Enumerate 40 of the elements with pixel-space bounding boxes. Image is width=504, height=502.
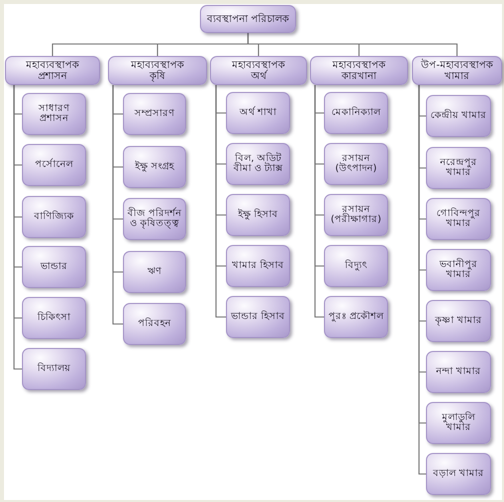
org-box: বীজ পরিদর্শন ও কৃষিতত্ত্ব	[123, 198, 186, 240]
org-box: মহাব্যবস্থাপক অর্থ	[210, 56, 307, 85]
org-box: ভবানীপুর খামার	[426, 249, 491, 291]
org-box: বিদ্যুৎ	[324, 245, 388, 287]
org-box: গোবিন্দপুর খামার	[426, 198, 491, 240]
connector-line	[314, 85, 324, 318]
org-box: নরেন্দ্রপুর খামার	[426, 147, 491, 189]
org-box: নন্দা খামার	[426, 351, 491, 393]
org-box: মহাব্যবস্থাপক কৃষি	[108, 56, 207, 85]
org-box: ভান্ডার	[22, 246, 86, 288]
org-box: রসায়ন (উৎপাদন)	[324, 143, 388, 185]
org-box: মহাব্যবস্থাপক প্রশাসন	[5, 56, 100, 85]
connector-line	[247, 33, 458, 56]
org-box: চিকিৎসা	[22, 297, 86, 339]
org-box: ব্যবস্থাপনা পরিচালক	[200, 5, 296, 33]
org-box: ভান্ডার হিসাব	[226, 296, 290, 338]
org-box: মেকানিক্যাল	[324, 92, 388, 134]
connector-line	[112, 85, 123, 325]
org-box: রসায়ন (পরীক্ষাগার)	[324, 194, 388, 236]
org-box: মহাব্যবস্থাপক কারখানা	[310, 56, 408, 85]
org-box: খামার হিসাব	[226, 245, 290, 287]
org-box: পুরঃ প্রকৌশল	[324, 296, 388, 338]
org-box: পর্সোনেল	[22, 144, 86, 186]
org-box: মুলাডুলি খামার	[426, 402, 491, 444]
org-box: সম্প্রসারণ	[123, 93, 186, 135]
org-box: পরিবহন	[123, 303, 186, 345]
org-box: কৃষ্ণা খামার	[426, 300, 491, 342]
org-box: অর্থ শাখা	[226, 92, 290, 134]
org-box: সাধারণ প্রশাসন	[22, 93, 86, 135]
org-box: কেন্দ্রীয় খামার	[426, 95, 491, 137]
connector-line	[13, 85, 22, 370]
org-box: ঋণ	[123, 251, 186, 293]
org-box: ইক্ষু হিসাব	[226, 194, 290, 236]
org-box: বড়াল খামার	[426, 453, 491, 495]
org-box: উপ-মহাব্যবস্থাপক খামার	[412, 56, 502, 85]
org-box: বিদ্যালয়	[22, 348, 86, 390]
org-box: বিল, অডিট বীমা ও ট্যাক্স	[226, 143, 290, 185]
org-box: বাণিজ্যিক	[22, 196, 86, 238]
org-box: ইক্ষু সংগ্রহ	[123, 146, 186, 188]
connector-line	[215, 85, 226, 318]
